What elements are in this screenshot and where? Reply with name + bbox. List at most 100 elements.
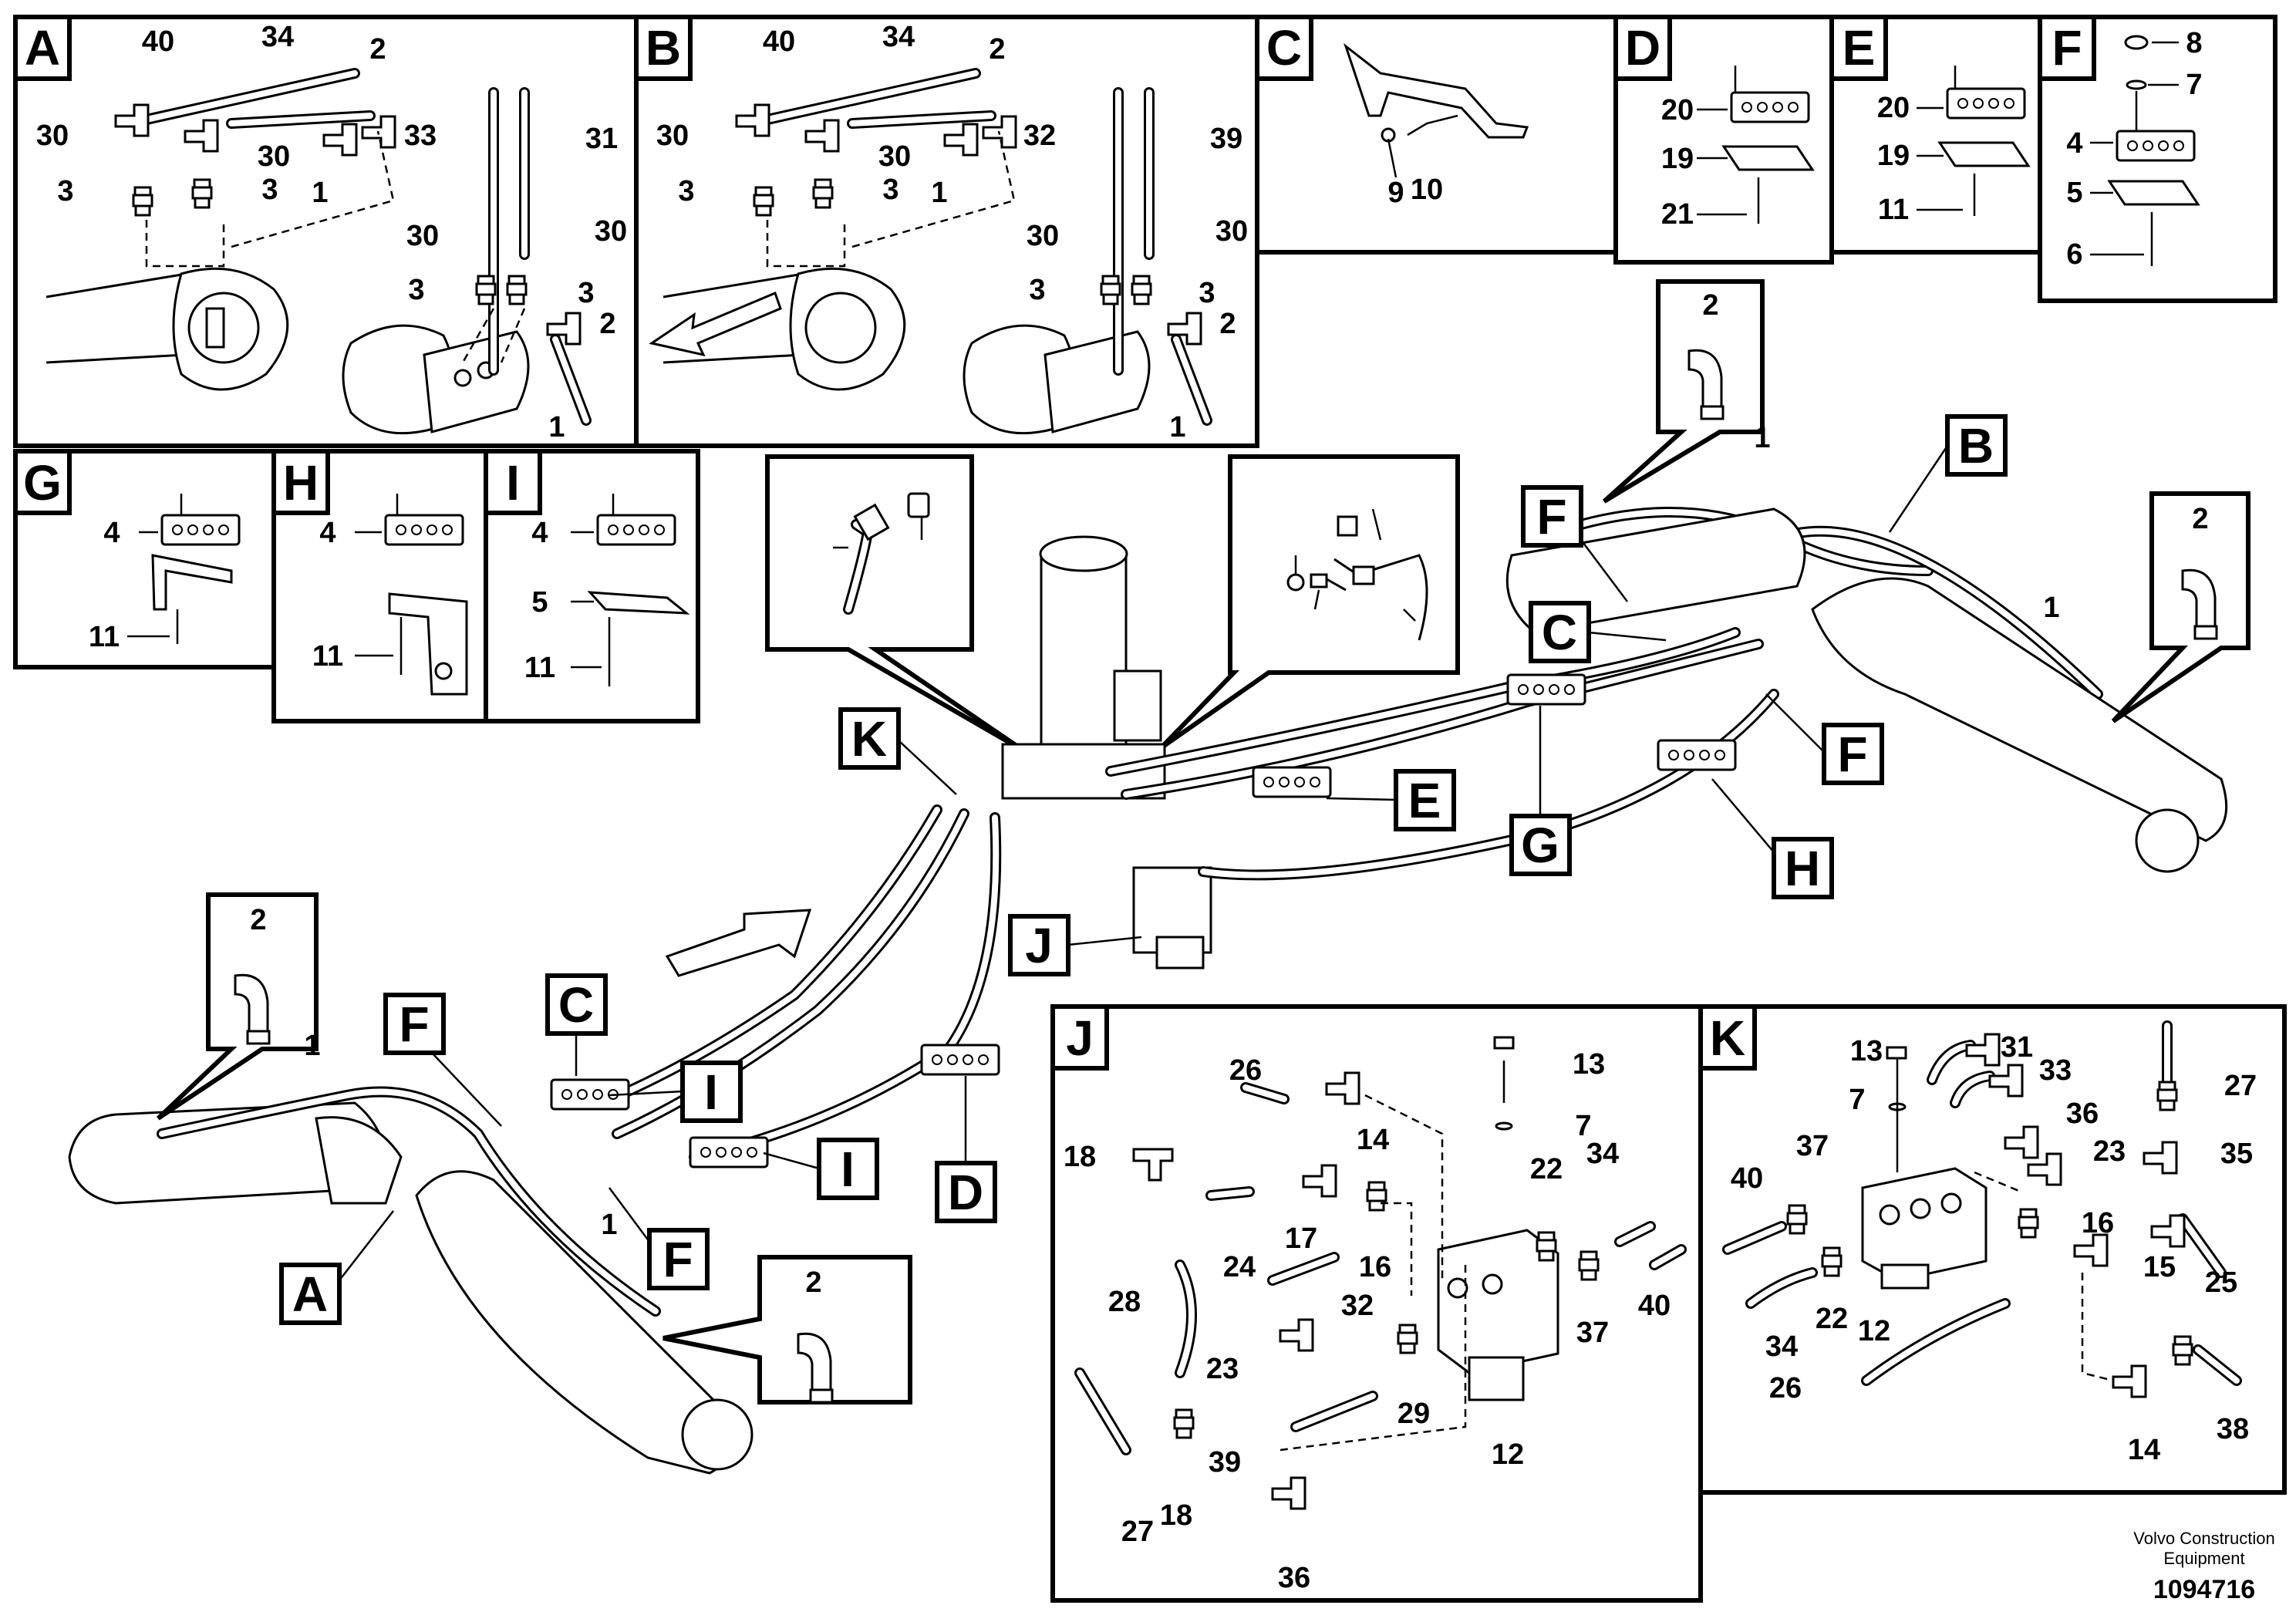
panel-k-label: 27 <box>2224 1070 2257 1102</box>
callout-label: 2 <box>250 904 266 936</box>
ref-letter: C <box>1542 605 1577 660</box>
panel-j-label: 37 <box>1576 1317 1609 1349</box>
callout-hose-25-16-38 <box>1158 454 1460 750</box>
panel-a-label: 30 <box>258 140 290 173</box>
panel-f-label: 8 <box>2186 27 2202 59</box>
panel-a-label: 2 <box>599 308 615 340</box>
panel-a-letter: A <box>25 20 60 76</box>
company-name: Volvo Construction <box>2133 1529 2274 1548</box>
callout-elbow-upper-right-b: 2 1 <box>2043 491 2250 723</box>
panel-f-label: 5 <box>2066 177 2082 209</box>
panel-j-label: 40 <box>1638 1290 1671 1322</box>
panel-b-label: 34 <box>882 21 915 53</box>
panel-b-label: 2 <box>989 33 1005 66</box>
panel-i-label: 5 <box>531 586 548 619</box>
panel-c-label: 10 <box>1411 174 1443 206</box>
panel-g: G 4 11 <box>13 449 276 669</box>
callout-label: 2 <box>805 1266 821 1299</box>
ref-letter: H <box>1785 841 1820 896</box>
ref-letter: E <box>1408 773 1441 828</box>
panel-f-label: 4 <box>2066 127 2082 160</box>
panel-b-label: 3 <box>678 175 694 207</box>
panel-b-label: 30 <box>1027 220 1059 252</box>
panel-j-label: 23 <box>1206 1353 1239 1385</box>
panel-b-label: 40 <box>763 25 795 58</box>
panel-i-label: 11 <box>524 652 555 684</box>
panel-b: B 40 34 2 30 30 3 3 1 32 39 30 30 3 <box>634 15 1259 448</box>
panel-b-label: 30 <box>656 120 689 152</box>
panel-j-letter: J <box>1066 1010 1094 1066</box>
panel-e-letter: E <box>1843 20 1876 76</box>
panel-b-label: 2 <box>1219 308 1236 340</box>
ref-letter: F <box>663 1232 693 1287</box>
bracket-icon <box>1344 42 1529 139</box>
callout-elbow-upper-right-a: 2 1 <box>1602 279 1771 504</box>
panel-a-label: 3 <box>578 277 594 309</box>
panel-f: F 8 7 4 5 6 <box>2038 15 2277 303</box>
document-number: 1094716 <box>2153 1575 2255 1604</box>
ref-letter: F <box>1837 727 1867 782</box>
panel-k-label: 16 <box>2082 1207 2114 1239</box>
panel-j-label: 36 <box>1278 1562 1310 1594</box>
panel-a-label: 30 <box>595 215 627 248</box>
panel-k-label: 13 <box>1850 1035 1883 1067</box>
panel-c-label: 9 <box>1387 177 1404 209</box>
callout-hose-24-41 <box>765 454 1027 754</box>
panel-k-label: 31 <box>2001 1031 2033 1064</box>
panel-a-label: 34 <box>261 21 294 53</box>
panel-g-label: 11 <box>89 621 120 653</box>
panel-c: C 9 10 <box>1255 15 1618 255</box>
footer: Volvo Construction Equipment 1094716 <box>2133 1529 2274 1604</box>
panel-a-label: 3 <box>408 274 424 306</box>
panel-k-label: 33 <box>2039 1054 2072 1087</box>
panel-f-label: 7 <box>2186 69 2202 101</box>
panel-h-letter: H <box>283 455 319 511</box>
panel-a-label: 30 <box>36 120 69 152</box>
panel-k-label: 22 <box>1816 1303 1848 1335</box>
ref-letter: J <box>1025 918 1053 973</box>
panel-j-label: 18 <box>1160 1499 1192 1532</box>
ref-letter: K <box>851 711 887 767</box>
ref-letter: I <box>841 1141 855 1197</box>
panel-k-label: 35 <box>2220 1138 2253 1170</box>
panel-c-letter: C <box>1266 20 1302 76</box>
ref-letter: G <box>1521 818 1559 873</box>
panel-f-letter: F <box>2052 20 2082 76</box>
panel-j-label: 26 <box>1229 1054 1262 1087</box>
panel-j-label: 32 <box>1341 1290 1374 1322</box>
panel-a-label: 3 <box>57 175 73 207</box>
panel-j: J 26 13 14 7 18 22 34 <box>1050 1004 1703 1603</box>
callout-label: 2 <box>2192 503 2208 535</box>
panel-k-label: 38 <box>2217 1413 2249 1445</box>
panel-k-label: 25 <box>2205 1266 2237 1299</box>
panel-a-label: 3 <box>261 174 278 206</box>
ref-letter: A <box>292 1266 328 1322</box>
panel-j-label: 39 <box>1209 1446 1241 1479</box>
callout-label: 1 <box>601 1209 617 1241</box>
panel-g-label: 4 <box>103 517 120 549</box>
panel-a-label: 33 <box>404 120 437 152</box>
callout-label: 2 <box>1702 289 1718 322</box>
panel-i-letter: I <box>506 455 520 511</box>
panel-a-label: 2 <box>369 33 386 66</box>
panel-d-label: 19 <box>1661 143 1694 175</box>
panel-j-label: 24 <box>1223 1251 1256 1283</box>
ref-letter: C <box>558 977 594 1033</box>
panel-k-label: 37 <box>1796 1130 1829 1162</box>
panel-i-label: 4 <box>531 517 548 549</box>
reference-letters: B C F F E G H K J C F I I <box>279 414 2008 1325</box>
callout-label: 1 <box>1754 422 1770 454</box>
panel-b-label: 1 <box>931 177 947 209</box>
panel-k: K 13 31 33 27 <box>1698 1004 2287 1495</box>
panel-i: I 4 5 11 <box>484 449 700 723</box>
ref-letter: I <box>704 1064 718 1120</box>
company-name-line2: Equipment <box>2163 1549 2244 1568</box>
main-assembly <box>68 507 2228 1475</box>
panel-d-label: 20 <box>1661 94 1694 126</box>
panel-j-label: 12 <box>1492 1438 1524 1471</box>
panel-b-label: 30 <box>1215 215 1248 248</box>
panel-j-label: 27 <box>1121 1516 1154 1548</box>
panel-e-label: 20 <box>1877 92 1910 124</box>
panel-j-label: 16 <box>1359 1251 1391 1283</box>
